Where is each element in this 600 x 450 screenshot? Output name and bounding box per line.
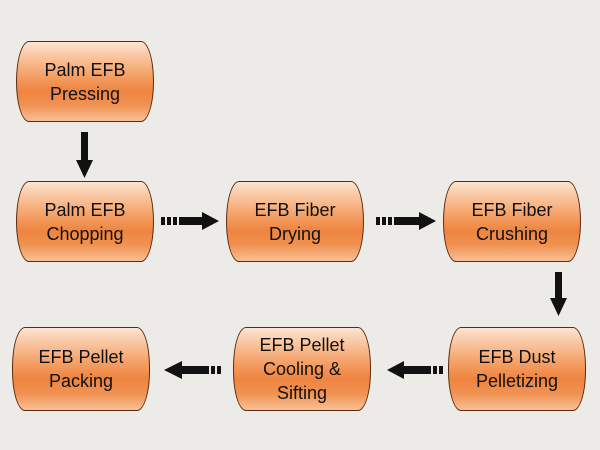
arrow-crushing-to-pelletizing [550,272,567,316]
step-label: EFB Dust Pelletizing [475,347,559,391]
step-palm-efb-pressing: Palm EFB Pressing [16,41,154,122]
step-efb-fiber-crushing: EFB Fiber Crushing [443,181,581,262]
arrow-pressing-to-chopping [76,132,93,178]
step-label: EFB Pellet Packing [38,347,124,391]
step-efb-pellet-cooling-sifting: EFB Pellet Cooling & Sifting [233,327,371,411]
step-label: EFB Pellet Cooling & Sifting [259,335,345,403]
arrow-pelletizing-to-cooling [387,361,443,379]
arrow-drying-to-crushing [376,212,436,230]
step-label: Palm EFB Pressing [44,59,126,104]
step-efb-fiber-drying: EFB Fiber Drying [226,181,364,262]
step-label: EFB Fiber Crushing [471,199,553,244]
arrow-chopping-to-drying [161,212,219,230]
step-efb-pellet-packing: EFB Pellet Packing [12,327,150,411]
step-label: EFB Fiber Drying [254,199,336,244]
step-efb-dust-pelletizing: EFB Dust Pelletizing [448,327,586,411]
step-palm-efb-chopping: Palm EFB Chopping [16,181,154,262]
arrow-cooling-to-packing [164,361,221,379]
step-label: Palm EFB Chopping [44,199,126,244]
